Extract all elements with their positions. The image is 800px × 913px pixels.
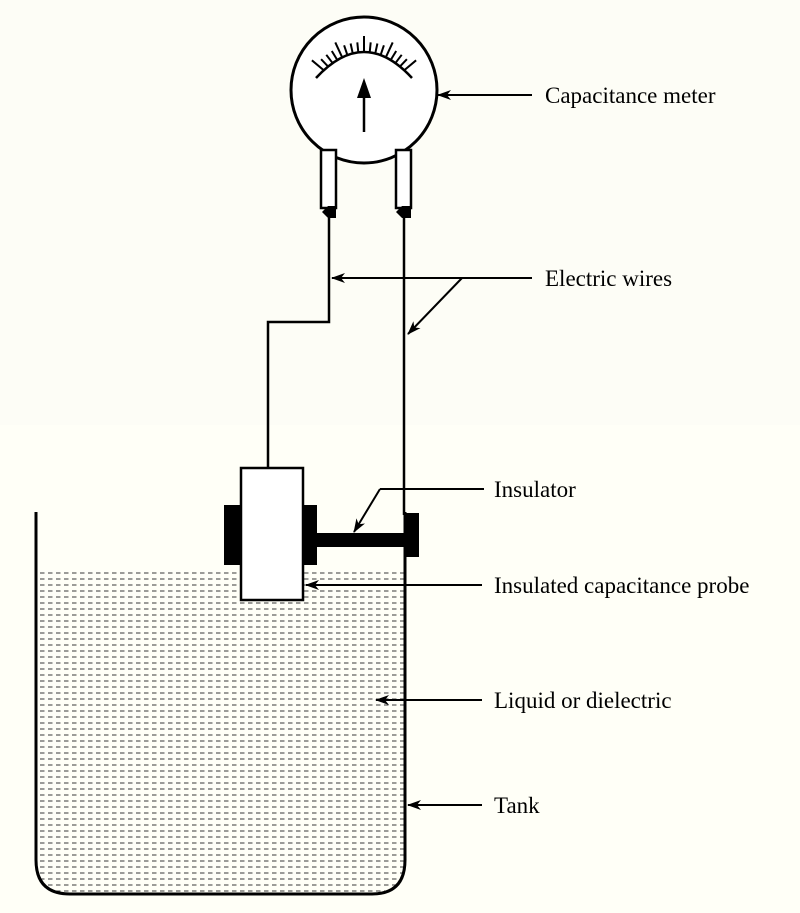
- meter-terminal-right: [394, 148, 413, 210]
- capacitance-meter: [289, 15, 439, 218]
- arrow-insulator: [353, 488, 381, 533]
- clamp-left-inner: [302, 505, 317, 565]
- meter-tick: [374, 43, 379, 54]
- labels: Capacitance meter Electric wires Insulat…: [494, 83, 749, 818]
- meter-tick: [385, 41, 394, 58]
- meter-tick: [399, 58, 408, 68]
- electric-wires: [266, 218, 406, 515]
- meter-tick: [330, 50, 338, 61]
- meter-tick: [379, 44, 385, 56]
- meter-tick: [311, 59, 325, 72]
- meter-tick: [403, 59, 417, 72]
- label-insulated-capacitance-probe: Insulated capacitance probe: [494, 573, 749, 598]
- insulator-rod: [316, 533, 404, 547]
- probe-assembly: [224, 466, 419, 602]
- meter-tick: [343, 44, 349, 56]
- clamp-right: [404, 513, 419, 557]
- arrow-electric-wires-right: [407, 277, 463, 335]
- meter-tick: [325, 54, 334, 64]
- meter-terminal-left: [319, 148, 338, 210]
- clamp-left-outer: [224, 505, 241, 565]
- meter-tick: [368, 42, 372, 53]
- label-tank: Tank: [494, 793, 540, 818]
- meter-tick: [320, 58, 329, 68]
- label-liquid-or-dielectric: Liquid or dielectric: [494, 688, 672, 713]
- meter-tick: [334, 41, 343, 58]
- tank: [34, 512, 407, 896]
- terminal-connector-left: [322, 206, 336, 218]
- tank-wall: [34, 512, 407, 896]
- meter-tick: [394, 54, 403, 64]
- meter-scale-ticks: [311, 36, 417, 72]
- meter-needle-tip: [357, 78, 371, 98]
- liquid-fill: [36, 570, 405, 894]
- label-electric-wires: Electric wires: [545, 266, 672, 291]
- terminal-connector-right: [396, 206, 411, 218]
- pointer-arrows: [305, 90, 532, 810]
- meter-tick: [390, 50, 398, 61]
- label-insulator: Insulator: [494, 477, 576, 502]
- wire-left: [266, 218, 331, 468]
- label-capacitance-meter: Capacitance meter: [545, 83, 716, 108]
- insulated-capacitance-probe: [239, 466, 305, 602]
- meter-tick: [356, 42, 360, 53]
- meter-tick: [349, 43, 354, 54]
